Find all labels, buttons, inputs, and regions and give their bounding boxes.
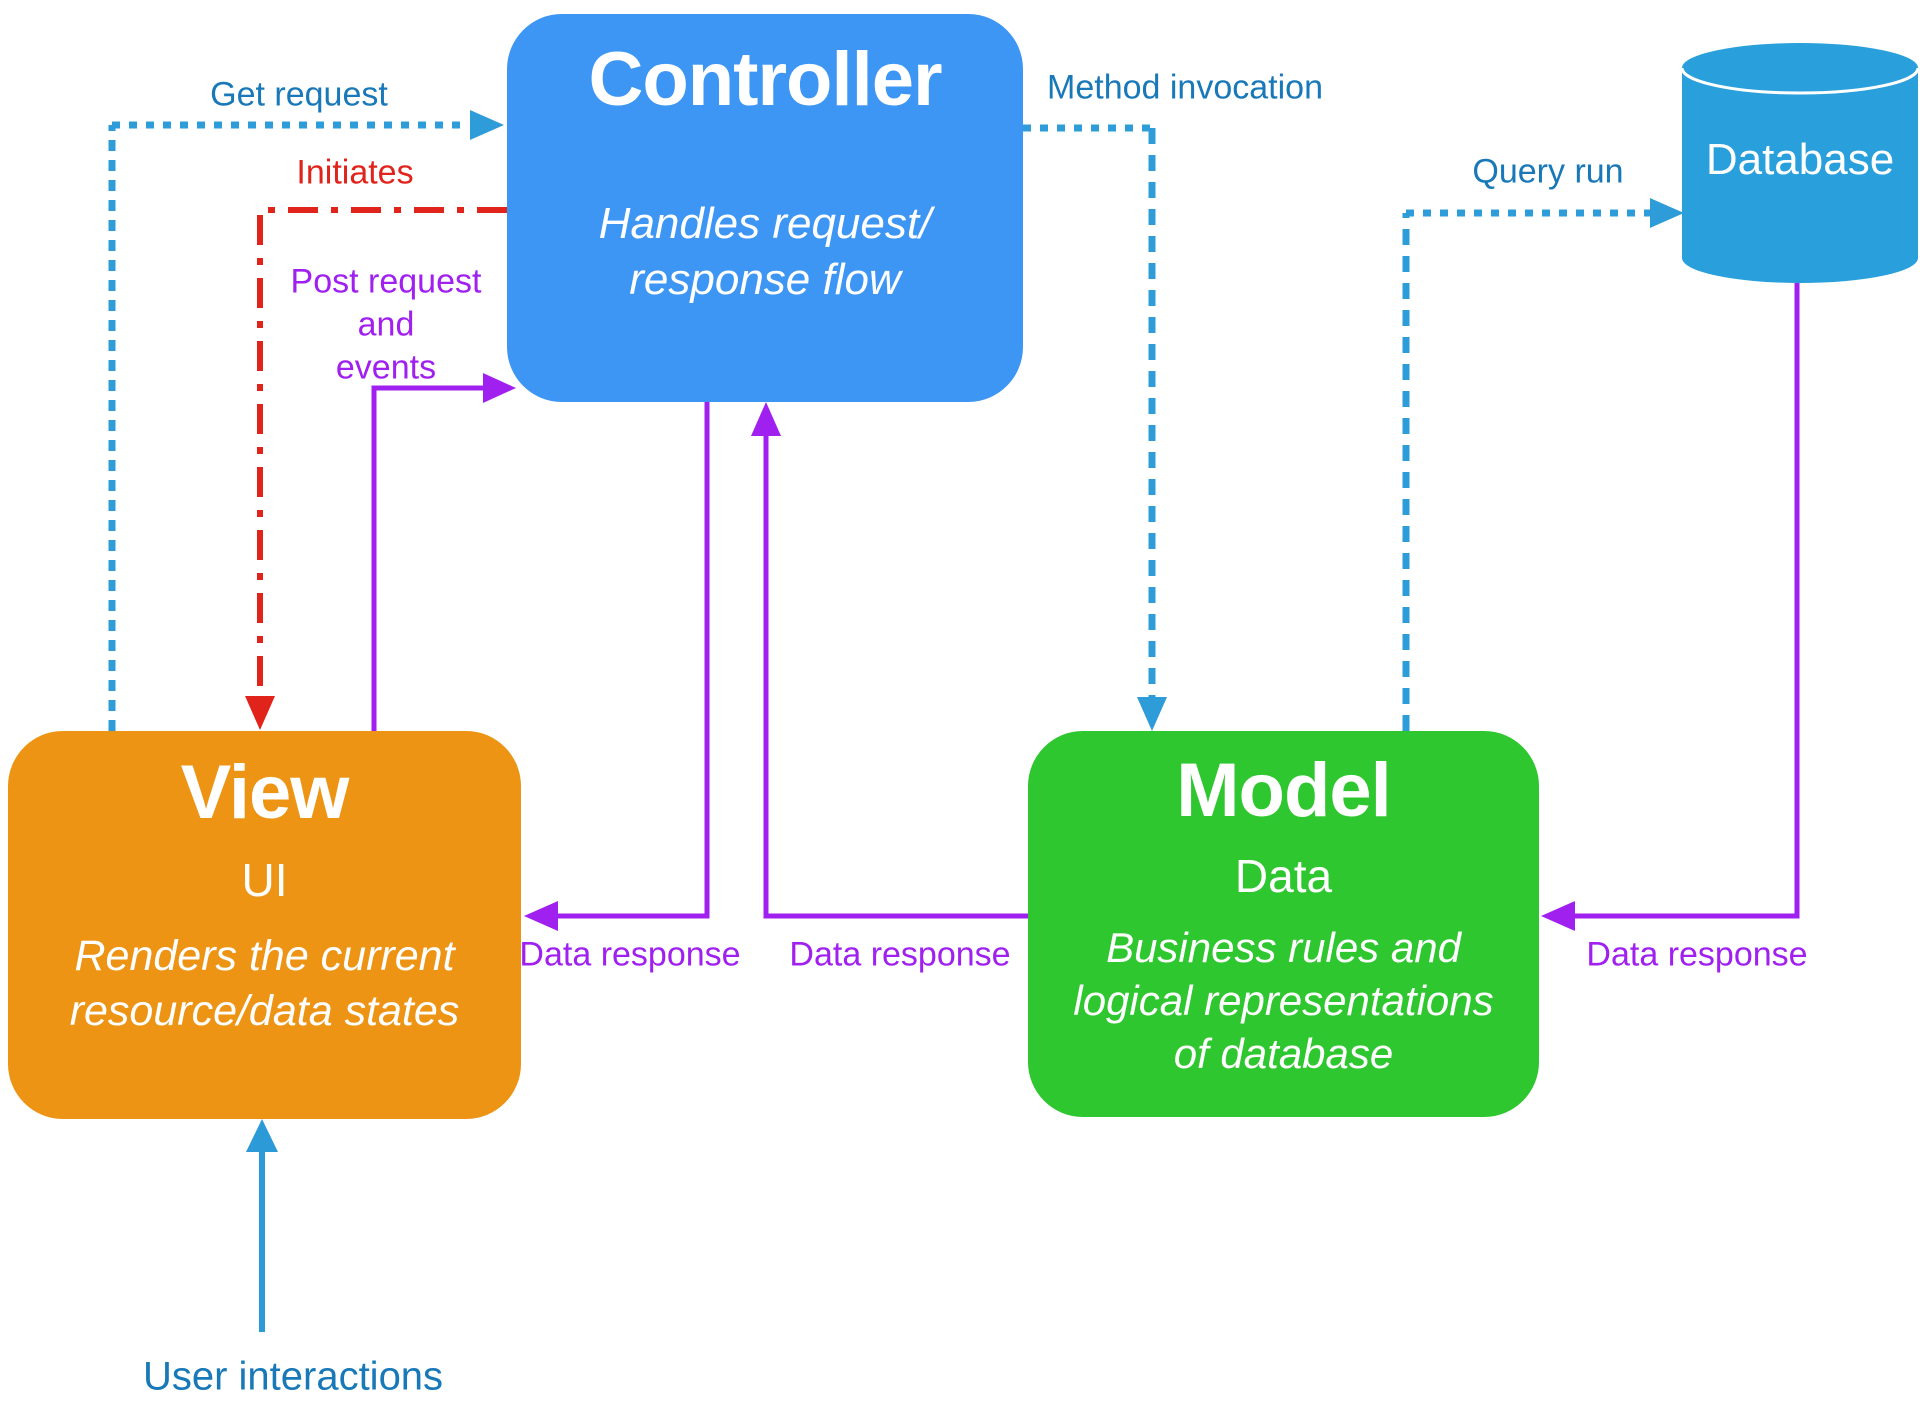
view-subtitle: UI — [241, 854, 288, 906]
method-invocation-label: Method invocation — [1047, 68, 1323, 107]
arrowhead-right-icon — [483, 373, 516, 403]
view-desc-line2: resource/data states — [69, 987, 460, 1035]
post-request-label-line1: Post request — [290, 262, 482, 301]
arrowhead-right-icon — [1650, 198, 1684, 228]
database-title: Database — [1705, 135, 1895, 184]
edge-query-run — [1402, 198, 1684, 731]
post-request-label-line2: and — [357, 305, 415, 344]
arrowhead-up-icon — [751, 402, 781, 436]
controller-desc-line2: response flow — [629, 255, 901, 304]
arrowhead-down-icon — [1137, 697, 1167, 731]
controller-desc-line1: Handles request/ — [598, 199, 932, 248]
model-node: Model Data Business rules and logical re… — [1028, 731, 1539, 1117]
model-title: Model — [1176, 748, 1392, 833]
data-response-to-view-label: Data response — [519, 935, 741, 974]
user-interactions-label: User interactions — [142, 1354, 444, 1399]
query-run-label: Query run — [1472, 152, 1624, 191]
view-desc-line1: Renders the current — [74, 932, 455, 980]
edge-initiates — [245, 207, 507, 730]
edge-data-response-to-model — [1541, 283, 1800, 931]
initiates-label: Initiates — [296, 153, 414, 192]
controller-node: Controller Handles request/ response flo… — [507, 14, 1023, 402]
model-description: Business rules and logical representatio… — [1028, 921, 1539, 1080]
controller-description: Handles request/ response flow — [507, 196, 1023, 308]
arrowhead-up-icon — [246, 1119, 278, 1152]
arrowhead-right-icon — [470, 110, 504, 140]
model-desc-line2: logical representations — [1073, 977, 1494, 1024]
controller-title: Controller — [588, 37, 942, 122]
edge-post-request — [371, 373, 516, 731]
post-request-label: Post request and events — [291, 261, 482, 390]
data-response-to-controller-label: Data response — [789, 935, 1011, 974]
model-desc-line1: Business rules and — [1106, 924, 1461, 971]
edge-get-request — [108, 110, 504, 731]
post-request-label-line3: events — [335, 348, 437, 387]
edge-method-invocation — [1023, 124, 1167, 731]
model-desc-line3: of database — [1173, 1030, 1394, 1077]
edge-data-response-to-view — [524, 402, 710, 931]
view-node: View UI Renders the current resource/dat… — [8, 731, 521, 1119]
view-description: Renders the current resource/data states — [8, 929, 521, 1039]
data-response-to-model-label: Data response — [1586, 935, 1808, 974]
edge-user-interactions — [246, 1119, 278, 1332]
model-subtitle: Data — [1234, 850, 1333, 902]
arrowhead-left-icon — [1541, 901, 1575, 931]
database-cylinder-icon — [1680, 43, 1920, 283]
edge-data-response-to-controller — [751, 402, 1028, 919]
arrowhead-left-icon — [524, 901, 558, 931]
arrowhead-down-icon — [245, 696, 275, 730]
view-title: View — [180, 750, 350, 835]
get-request-label: Get request — [210, 75, 388, 114]
